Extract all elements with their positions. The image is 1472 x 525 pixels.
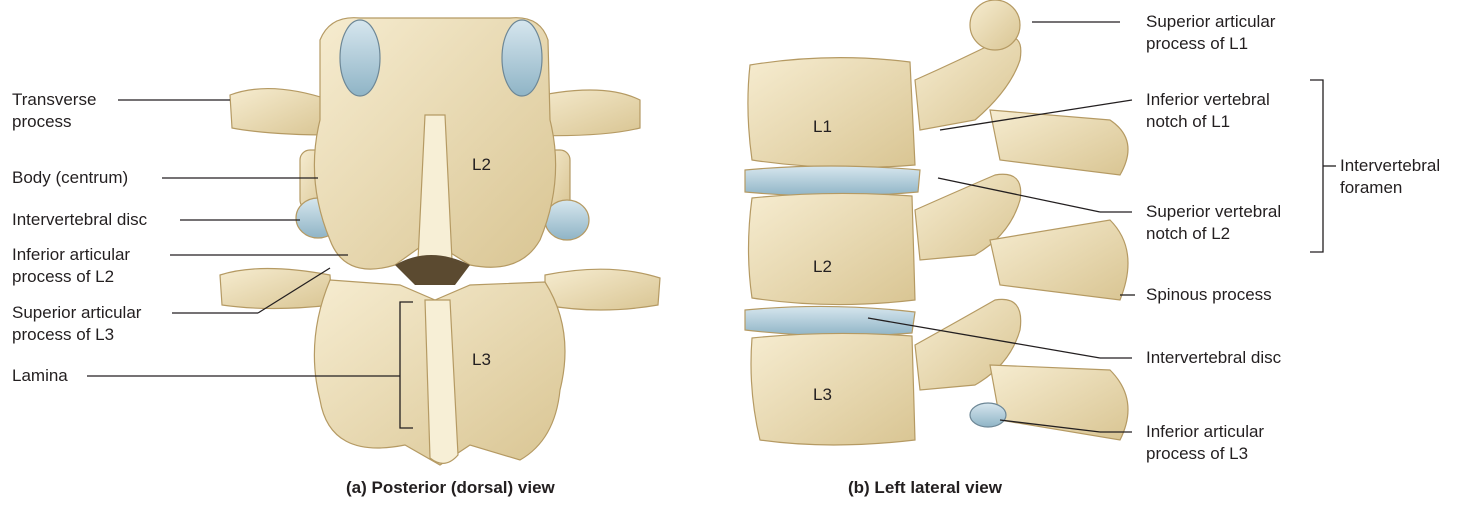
label-intervertebral-disc-a: Intervertebral disc bbox=[12, 209, 147, 231]
vertebra-label-l2-b: L2 bbox=[813, 257, 832, 277]
lateral-view-figure bbox=[745, 0, 1128, 445]
vertebra-label-l2-a: L2 bbox=[472, 155, 491, 175]
caption-posterior-view: (a) Posterior (dorsal) view bbox=[346, 478, 555, 498]
label-superior-articular-l1: Superior articular process of L1 bbox=[1146, 11, 1275, 55]
label-inferior-articular-l3: Inferior articular process of L3 bbox=[1146, 421, 1264, 465]
label-spinous-process: Spinous process bbox=[1146, 284, 1272, 306]
caption-lateral-view: (b) Left lateral view bbox=[848, 478, 1002, 498]
label-inferior-articular-l2: Inferior articular process of L2 bbox=[12, 244, 130, 288]
label-transverse-process: Transverse process bbox=[12, 89, 96, 133]
posterior-view-figure bbox=[220, 18, 660, 465]
label-superior-notch-l2: Superior vertebral notch of L2 bbox=[1146, 201, 1281, 245]
label-intervertebral-disc-b: Intervertebral disc bbox=[1146, 347, 1281, 369]
vertebra-label-l3-a: L3 bbox=[472, 350, 491, 370]
label-body-centrum: Body (centrum) bbox=[12, 167, 128, 189]
vertebra-label-l3-b: L3 bbox=[813, 385, 832, 405]
label-intervertebral-foramen: Intervertebral foramen bbox=[1340, 155, 1440, 199]
label-superior-articular-l3: Superior articular process of L3 bbox=[12, 302, 141, 346]
label-inferior-notch-l1: Inferior vertebral notch of L1 bbox=[1146, 89, 1270, 133]
label-lamina: Lamina bbox=[12, 365, 68, 387]
vertebra-label-l1-b: L1 bbox=[813, 117, 832, 137]
